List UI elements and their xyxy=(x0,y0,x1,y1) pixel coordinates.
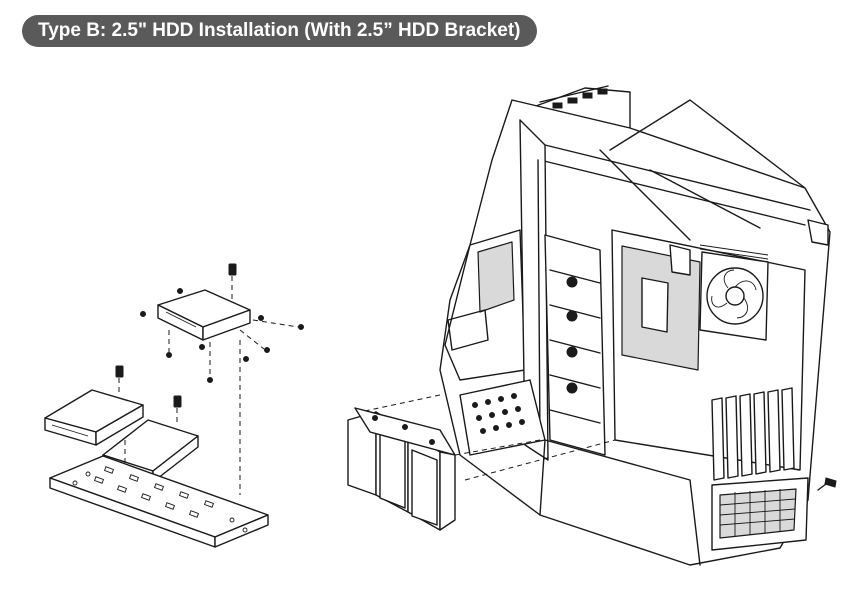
hdd-bracket-with-drives xyxy=(347,394,616,531)
section-title: Type B: 2.5" HDD Installation (With 2.5”… xyxy=(22,15,537,47)
pc-case-icon xyxy=(439,85,837,566)
screw-icon xyxy=(166,330,249,495)
screw-icon xyxy=(140,288,304,353)
hdd-assembly-exploded xyxy=(44,263,304,548)
screw-icon xyxy=(817,477,837,491)
screw-icon xyxy=(228,263,237,300)
hdd-icon xyxy=(157,289,251,341)
bracket-icon xyxy=(49,455,269,548)
hdd-icon xyxy=(44,389,144,446)
screw-icon xyxy=(115,365,182,425)
